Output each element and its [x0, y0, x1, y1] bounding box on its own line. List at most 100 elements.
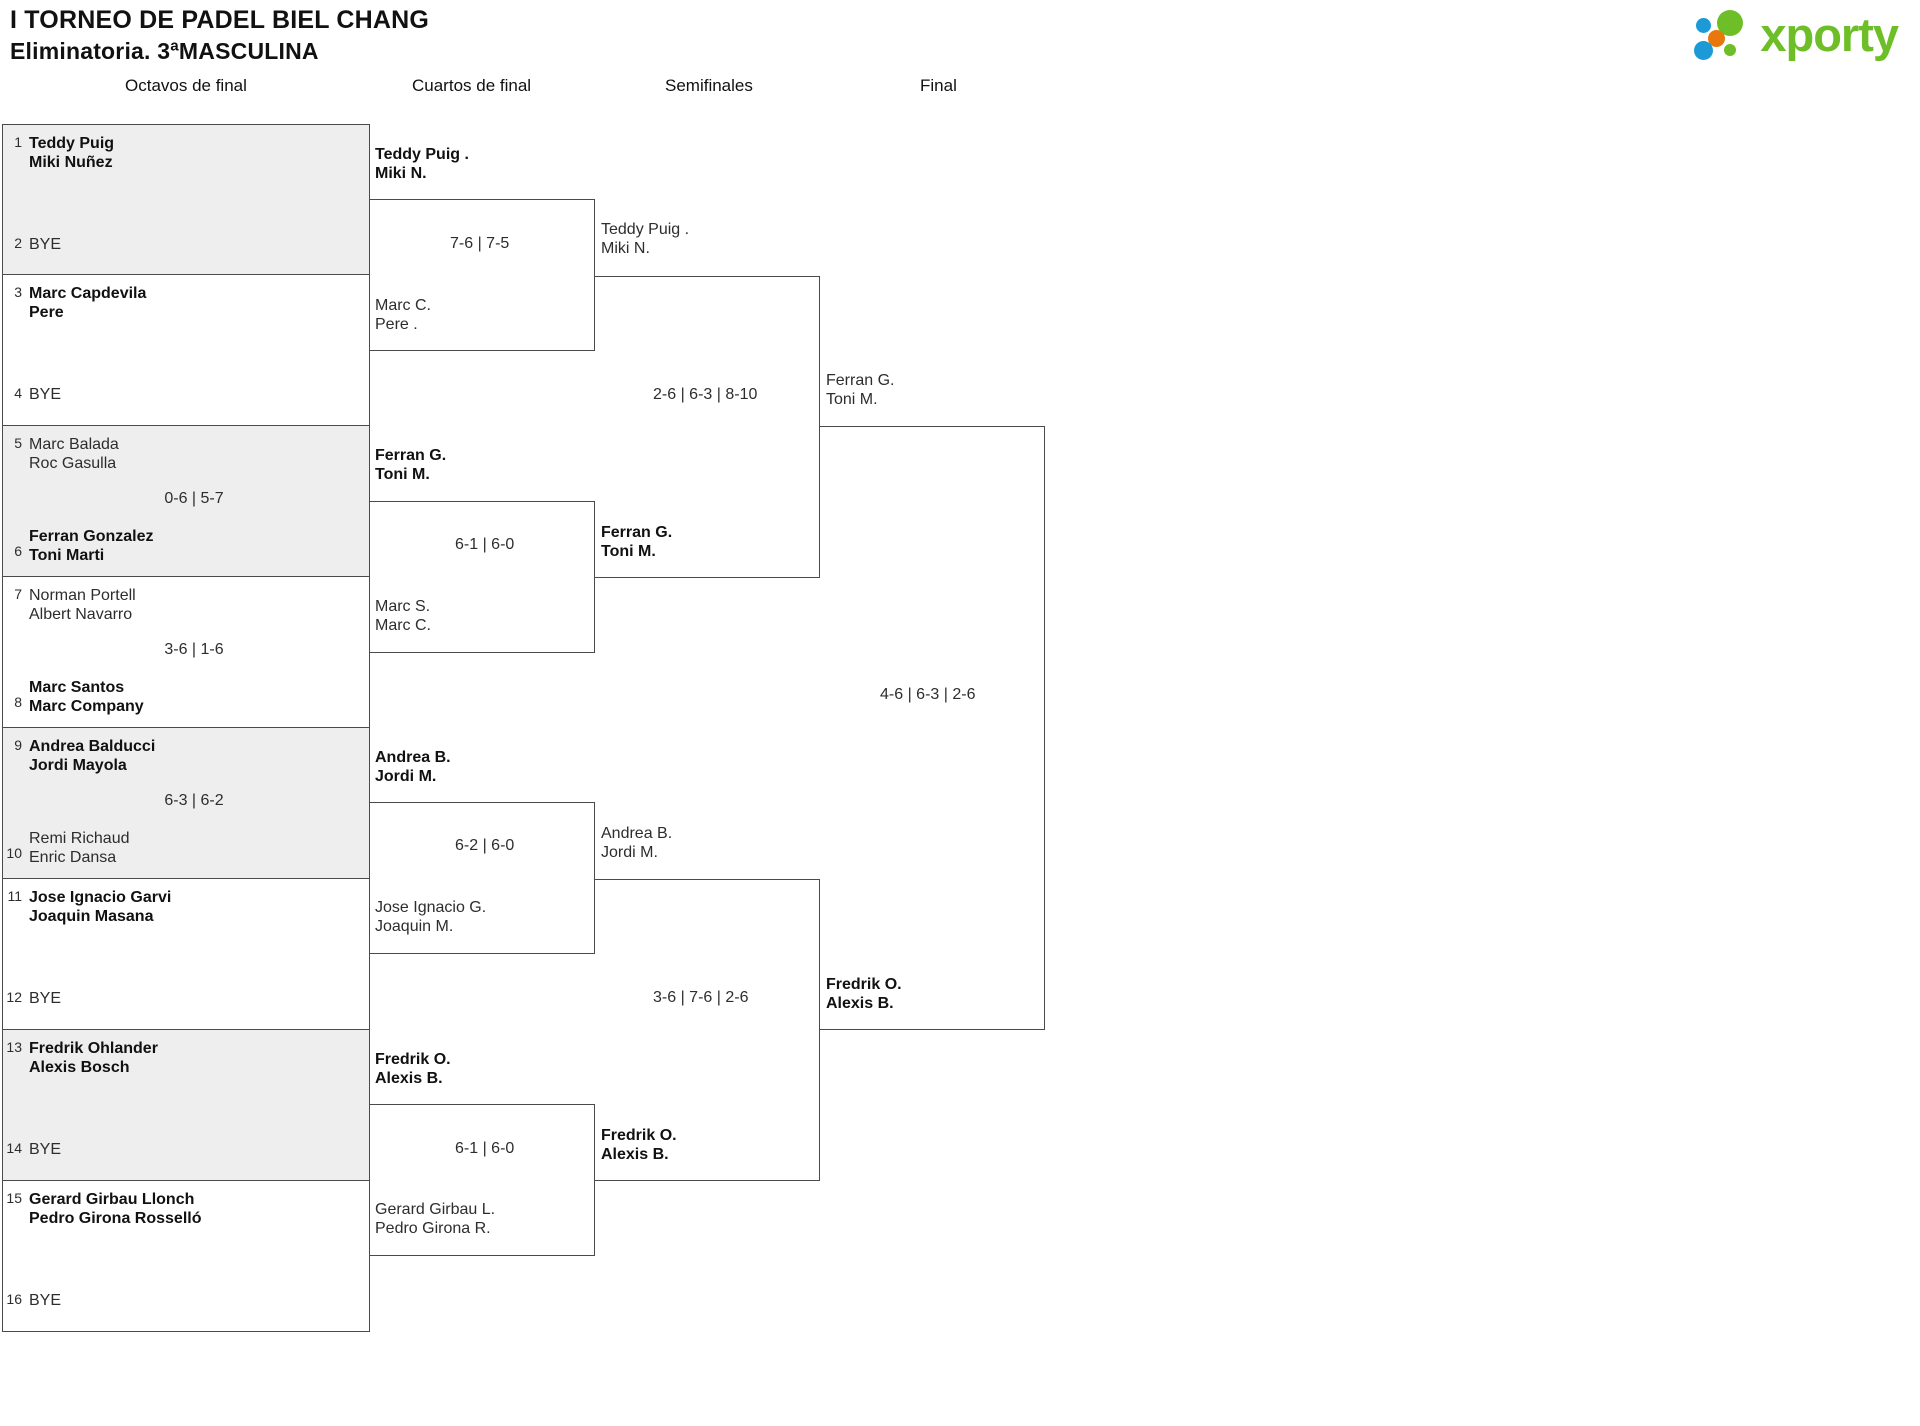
team-names: Andrea Balducci Jordi Mayola — [29, 737, 155, 775]
r1-match-3[interactable]: 5 Marc Balada Roc Gasulla 0-6 | 5-7 6 Fe… — [2, 426, 370, 577]
r1-match-2[interactable]: 3 Marc Capdevila Pere 4 BYE — [2, 275, 370, 426]
r1-m6-top[interactable]: 11 Jose Ignacio Garvi Joaquin Masana — [3, 888, 369, 926]
r1-match-1[interactable]: 1 Teddy Puig Miki Nuñez 2 BYE — [2, 124, 370, 275]
final-top-team: Ferran G. Toni M. — [826, 371, 894, 409]
team-names: Marc Balada Roc Gasulla — [29, 435, 119, 473]
player-1: Teddy Puig . — [601, 221, 690, 238]
seed-number: 1 — [14, 134, 22, 150]
r1-m6-bottom[interactable]: 12 BYE — [3, 989, 369, 1008]
player-1: Fredrik Ohlander — [29, 1040, 158, 1057]
qf3-bottom-team: Jose Ignacio G. Joaquin M. — [375, 898, 486, 936]
player-2: Toni M. — [375, 466, 430, 483]
r1-m1-top[interactable]: 1 Teddy Puig Miki Nuñez — [3, 134, 369, 172]
team-names: Marc Capdevila Pere — [29, 284, 146, 322]
player-1: BYE — [29, 1292, 62, 1309]
seed-number: 8 — [14, 694, 22, 710]
player-2: Pedro Girona Rosselló — [29, 1210, 202, 1227]
qf2-connector — [370, 501, 595, 653]
r1-m3-score: 0-6 | 5-7 — [164, 490, 224, 507]
player-1: Teddy Puig — [29, 135, 115, 152]
r1-m5-top[interactable]: 9 Andrea Balducci Jordi Mayola — [3, 737, 369, 775]
seed-number: 10 — [6, 845, 22, 861]
sf2-top-team: Andrea B. Jordi M. — [601, 824, 672, 862]
r1-m8-top[interactable]: 15 Gerard Girbau Llonch Pedro Girona Ros… — [3, 1190, 369, 1228]
team-names: BYE — [29, 385, 61, 404]
team-names: BYE — [29, 235, 61, 254]
player-1: Ferran G. — [826, 372, 895, 389]
player-1: Ferran G. — [375, 447, 447, 464]
qf4-connector — [370, 1104, 595, 1256]
player-2: Joaquin M. — [375, 918, 454, 935]
r1-m1-bottom[interactable]: 2 BYE — [3, 235, 369, 254]
r1-m7-bottom[interactable]: 14 BYE — [3, 1140, 369, 1159]
seed-number: 15 — [6, 1190, 22, 1206]
r1-match-8[interactable]: 15 Gerard Girbau Llonch Pedro Girona Ros… — [2, 1181, 370, 1332]
player-1: Teddy Puig . — [375, 146, 469, 163]
r1-match-6[interactable]: 11 Jose Ignacio Garvi Joaquin Masana 12 … — [2, 879, 370, 1030]
r1-m4-top[interactable]: 7 Norman Portell Albert Navarro — [3, 586, 369, 624]
player-1: Andrea Balducci — [29, 738, 156, 755]
sf2-score: 3-6 | 7-6 | 2-6 — [653, 989, 749, 1006]
player-2: Jordi M. — [601, 844, 658, 861]
team-names: Teddy Puig Miki Nuñez — [29, 134, 114, 172]
qf1-connector — [370, 199, 595, 351]
player-1: Andrea B. — [375, 749, 451, 766]
player-2: Miki Nuñez — [29, 154, 113, 171]
team-names: Remi Richaud Enric Dansa — [29, 829, 129, 867]
player-2: Joaquin Masana — [29, 908, 154, 925]
r1-m8-bottom[interactable]: 16 BYE — [3, 1291, 369, 1310]
player-2: Pedro Girona R. — [375, 1220, 491, 1237]
seed-number: 3 — [14, 284, 22, 300]
player-1: Marc C. — [375, 297, 431, 314]
seed-number: 12 — [6, 989, 22, 1005]
player-1: Remi Richaud — [29, 830, 130, 847]
seed-number: 9 — [14, 737, 22, 753]
player-2: Alexis Bosch — [29, 1059, 130, 1076]
seed-number: 11 — [7, 888, 22, 904]
player-2: Roc Gasulla — [29, 455, 117, 472]
r1-m7-top[interactable]: 13 Fredrik Ohlander Alexis Bosch — [3, 1039, 369, 1077]
seed-number: 14 — [6, 1140, 22, 1156]
qf3-top-team: Andrea B. Jordi M. — [375, 748, 451, 786]
round-heading-octavos: Octavos de final — [125, 76, 247, 95]
seed-number: 4 — [14, 385, 22, 401]
qf1-bottom-team: Marc C. Pere . — [375, 296, 431, 334]
qf3-score: 6-2 | 6-0 — [455, 837, 515, 854]
player-2: Miki N. — [601, 240, 650, 257]
qf2-bottom-team: Marc S. Marc C. — [375, 597, 431, 635]
qf2-top-team: Ferran G. Toni M. — [375, 446, 446, 484]
logo-dot-blue-large-icon — [1694, 41, 1714, 60]
player-1: BYE — [29, 1141, 62, 1158]
tournament-title: I TORNEO DE PADEL BIEL CHANG — [10, 6, 430, 34]
r1-match-4[interactable]: 7 Norman Portell Albert Navarro 3-6 | 1-… — [2, 577, 370, 728]
round-heading-cuartos: Cuartos de final — [412, 76, 532, 95]
player-1: Marc Capdevila — [29, 285, 147, 302]
r1-m3-bottom[interactable]: 6 Ferran Gonzalez Toni Marti — [3, 527, 369, 565]
r1-m2-top[interactable]: 3 Marc Capdevila Pere — [3, 284, 369, 322]
r1-m4-bottom[interactable]: 8 Marc Santos Marc Company — [3, 678, 369, 716]
player-2: Toni M. — [601, 543, 656, 560]
qf2-score: 6-1 | 6-0 — [455, 536, 515, 553]
player-1: Marc S. — [375, 598, 431, 615]
player-1: Andrea B. — [601, 825, 673, 842]
page-header: I TORNEO DE PADEL BIEL CHANG Eliminatori… — [0, 0, 1920, 80]
r1-match-7[interactable]: 13 Fredrik Ohlander Alexis Bosch 14 BYE — [2, 1030, 370, 1181]
r1-m4-score: 3-6 | 1-6 — [164, 641, 224, 658]
xporty-logo[interactable]: xporty — [1694, 6, 1899, 62]
r1-match-5[interactable]: 9 Andrea Balducci Jordi Mayola 6-3 | 6-2… — [2, 728, 370, 879]
round-headings: Octavos de final Cuartos de final Semifi… — [0, 76, 1920, 102]
r1-m2-bottom[interactable]: 4 BYE — [3, 385, 369, 404]
logo-dot-blue-small-icon — [1696, 18, 1712, 33]
qf3-connector — [370, 802, 595, 954]
team-names: Gerard Girbau Llonch Pedro Girona Rossel… — [29, 1190, 201, 1228]
player-1: Ferran G. — [601, 524, 673, 541]
player-2: Miki N. — [375, 165, 427, 182]
r1-m3-top[interactable]: 5 Marc Balada Roc Gasulla — [3, 435, 369, 473]
sf1-bottom-team: Ferran G. Toni M. — [601, 523, 672, 561]
player-2: Jordi Mayola — [29, 757, 127, 774]
player-1: Fredrik O. — [375, 1051, 451, 1068]
sf1-connector — [595, 276, 820, 578]
r1-m5-bottom[interactable]: 10 Remi Richaud Enric Dansa — [3, 829, 369, 867]
team-names: BYE — [29, 1291, 61, 1310]
